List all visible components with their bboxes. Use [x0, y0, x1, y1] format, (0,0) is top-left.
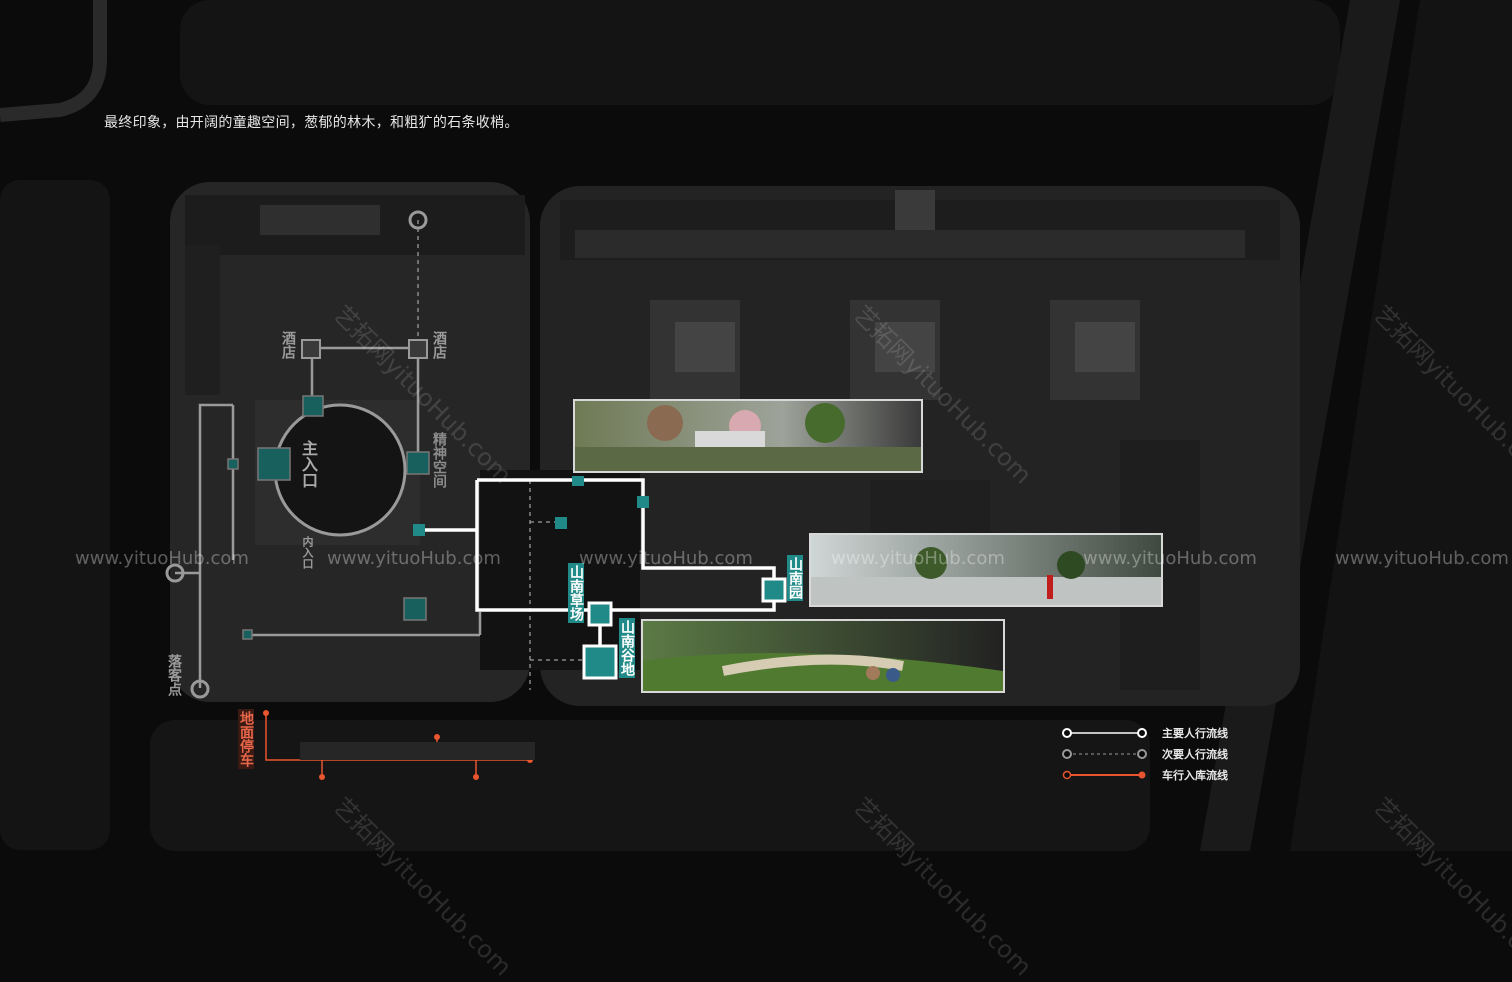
- label-hotel-left: 酒店: [280, 331, 296, 359]
- photo-mist-garden-image: [811, 535, 1161, 605]
- legend-item-secondary: 次要人行流线: [1060, 743, 1228, 764]
- label-hotel-right: 酒店: [431, 331, 447, 359]
- label-plaza: 山南草场: [568, 563, 584, 623]
- label-inner-entrance: 内入口: [301, 536, 314, 569]
- legend-item-main: 主要人行流线: [1060, 722, 1228, 743]
- legend-vehicle-swatch: [1062, 770, 1146, 779]
- label-garden: 山南园: [787, 555, 803, 601]
- photo-valley-lawn-image: [643, 621, 1003, 691]
- watermark-4: www.yituoHub.com: [831, 548, 1005, 569]
- legend-vehicle-label: 车行入库流线: [1162, 768, 1228, 782]
- label-spirit-space: 精神空间: [431, 432, 447, 488]
- site-plan-drawing: [0, 0, 1400, 851]
- label-valley: 山南谷地: [619, 618, 635, 678]
- legend: 主要人行流线 次要人行流线 车行入库流线: [1060, 722, 1228, 785]
- caption-text: 最终印象，由开阔的童趣空间，葱郁的林木，和粗犷的石条收梢。: [104, 115, 519, 131]
- watermark-2: www.yituoHub.com: [327, 548, 501, 569]
- photo-valley-lawn: [641, 619, 1005, 693]
- legend-main-label: 主要人行流线: [1162, 726, 1228, 740]
- legend-secondary-label: 次要人行流线: [1162, 747, 1228, 761]
- photo-tree-courtyard-image: [575, 401, 921, 471]
- label-ground-parking: 地面停车: [238, 709, 254, 769]
- watermark-3: www.yituoHub.com: [579, 548, 753, 569]
- legend-secondary-swatch: [1062, 748, 1147, 759]
- watermark-5: www.yituoHub.com: [1083, 548, 1257, 569]
- label-dropoff: 落客点: [166, 654, 182, 696]
- photo-tree-courtyard: [573, 399, 923, 473]
- legend-main-swatch: [1062, 727, 1147, 738]
- label-main-entrance: 主入口: [299, 440, 318, 488]
- photo-mist-garden: [809, 533, 1163, 607]
- legend-item-vehicle: 车行入库流线: [1060, 764, 1228, 785]
- watermark-1: www.yituoHub.com: [75, 548, 249, 569]
- watermark-6: www.yituoHub.com: [1335, 548, 1509, 569]
